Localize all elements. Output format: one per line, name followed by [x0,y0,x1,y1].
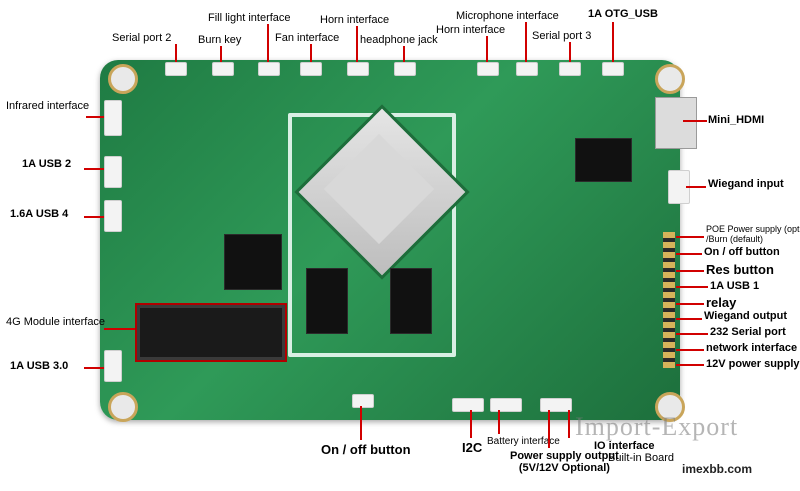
pointer-line [104,328,135,330]
connector [452,398,484,412]
label-built-in-board: Built-in Board [608,452,675,464]
pointer-line [267,24,269,62]
connector [258,62,280,76]
connector [104,100,122,136]
pointer-line [360,406,362,440]
label-wiegand-input: Wiegand input [708,178,784,190]
label-mini-hdmi: Mini_HDMI [708,114,765,126]
module-slot-4g [135,303,287,362]
pointer-line [676,349,704,351]
label-network-interface: network interface [706,342,798,354]
pointer-line [84,367,104,369]
connector [394,62,416,76]
ram-chip [575,138,632,182]
mini-hdmi-port [655,97,697,149]
watermark: Import-Export [575,412,739,441]
label-otg-usb: 1A OTG_USB [588,8,658,20]
label-usb-2: 1A USB 2 [22,158,72,170]
label-microphone-interface: Microphone interface [456,10,559,22]
label-usb-1: 1A USB 1 [710,280,760,292]
label-fan-interface: Fan interface [275,32,340,44]
label-fill-light-interface: Fill light interface [208,12,291,24]
mount-hole-bottom-left [108,392,138,422]
connector [602,62,624,76]
label-serial-port-2: Serial port 2 [112,32,172,44]
pointer-line [676,333,708,335]
mount-hole-bottom-right [655,392,685,422]
ram-chip [306,268,348,334]
connector [104,200,122,232]
pointer-line [403,46,405,62]
connector [352,394,374,408]
label-12v-power: 12V power supply [706,358,800,370]
label-on-off-button-right: On / off button [704,246,780,258]
pointer-line [568,410,570,438]
label-on-off-button-bottom: On / off button [321,442,411,457]
pointer-line [84,168,104,170]
connector [300,62,322,76]
label-res-button: Res button [706,262,774,277]
pointer-line [676,270,704,272]
pointer-line [676,286,708,288]
label-battery-interface: Battery interface [487,436,560,447]
connector [516,62,538,76]
pointer-line [470,410,472,438]
label-232-serial-port: 232 Serial port [710,326,786,338]
ram-chip [390,268,432,334]
connector [212,62,234,76]
label-poe-burn: POE Power supply (optional) /Burn (defau… [706,224,800,244]
label-usb-4: 1.6A USB 4 [10,208,69,220]
pointer-line [612,22,614,62]
pointer-line [498,410,500,434]
connector [559,62,581,76]
mount-hole-top-right [655,64,685,94]
connector [490,398,522,412]
label-relay: relay [706,295,737,310]
pointer-line [676,364,704,366]
pointer-line [686,186,706,188]
pointer-line [486,36,488,62]
pointer-line [569,42,571,62]
label-power-supply-output: Power supply output (5V/12V Optional) [510,450,619,474]
connector [104,156,122,188]
pointer-line [220,46,222,62]
pin-header [663,232,675,368]
connector [347,62,369,76]
label-burn-key: Burn key [198,34,242,46]
label-io-interface: IO interface [594,440,655,452]
label-usb-3: 1A USB 3.0 [10,360,69,372]
pointer-line [676,303,704,305]
pointer-line [310,44,312,62]
label-wiegand-output: Wiegand output [704,310,787,322]
connector [104,350,122,382]
pointer-line [676,236,704,238]
pointer-line [548,410,550,448]
pointer-line [683,120,707,122]
label-horn-interface-2: Horn interface [436,24,506,36]
label-4g-module: 4G Module interface [6,316,106,328]
pointer-line [356,26,358,62]
mount-hole-top-left [108,64,138,94]
watermark-site: imexbb.com [682,462,753,476]
ram-chip [224,234,282,290]
pointer-line [525,22,527,62]
connector [477,62,499,76]
label-infrared-interface: Infrared interface [6,100,90,112]
pointer-line [676,253,702,255]
pointer-line [676,318,702,320]
label-i2c: I2C [462,440,483,455]
connector [540,398,572,412]
pointer-line [86,116,104,118]
label-horn-interface: Horn interface [320,14,390,26]
label-serial-port-3: Serial port 3 [532,30,592,42]
pointer-line [175,44,177,62]
label-headphone-jack: headphone jack [360,34,438,46]
connector [165,62,187,76]
pointer-line [84,216,104,218]
